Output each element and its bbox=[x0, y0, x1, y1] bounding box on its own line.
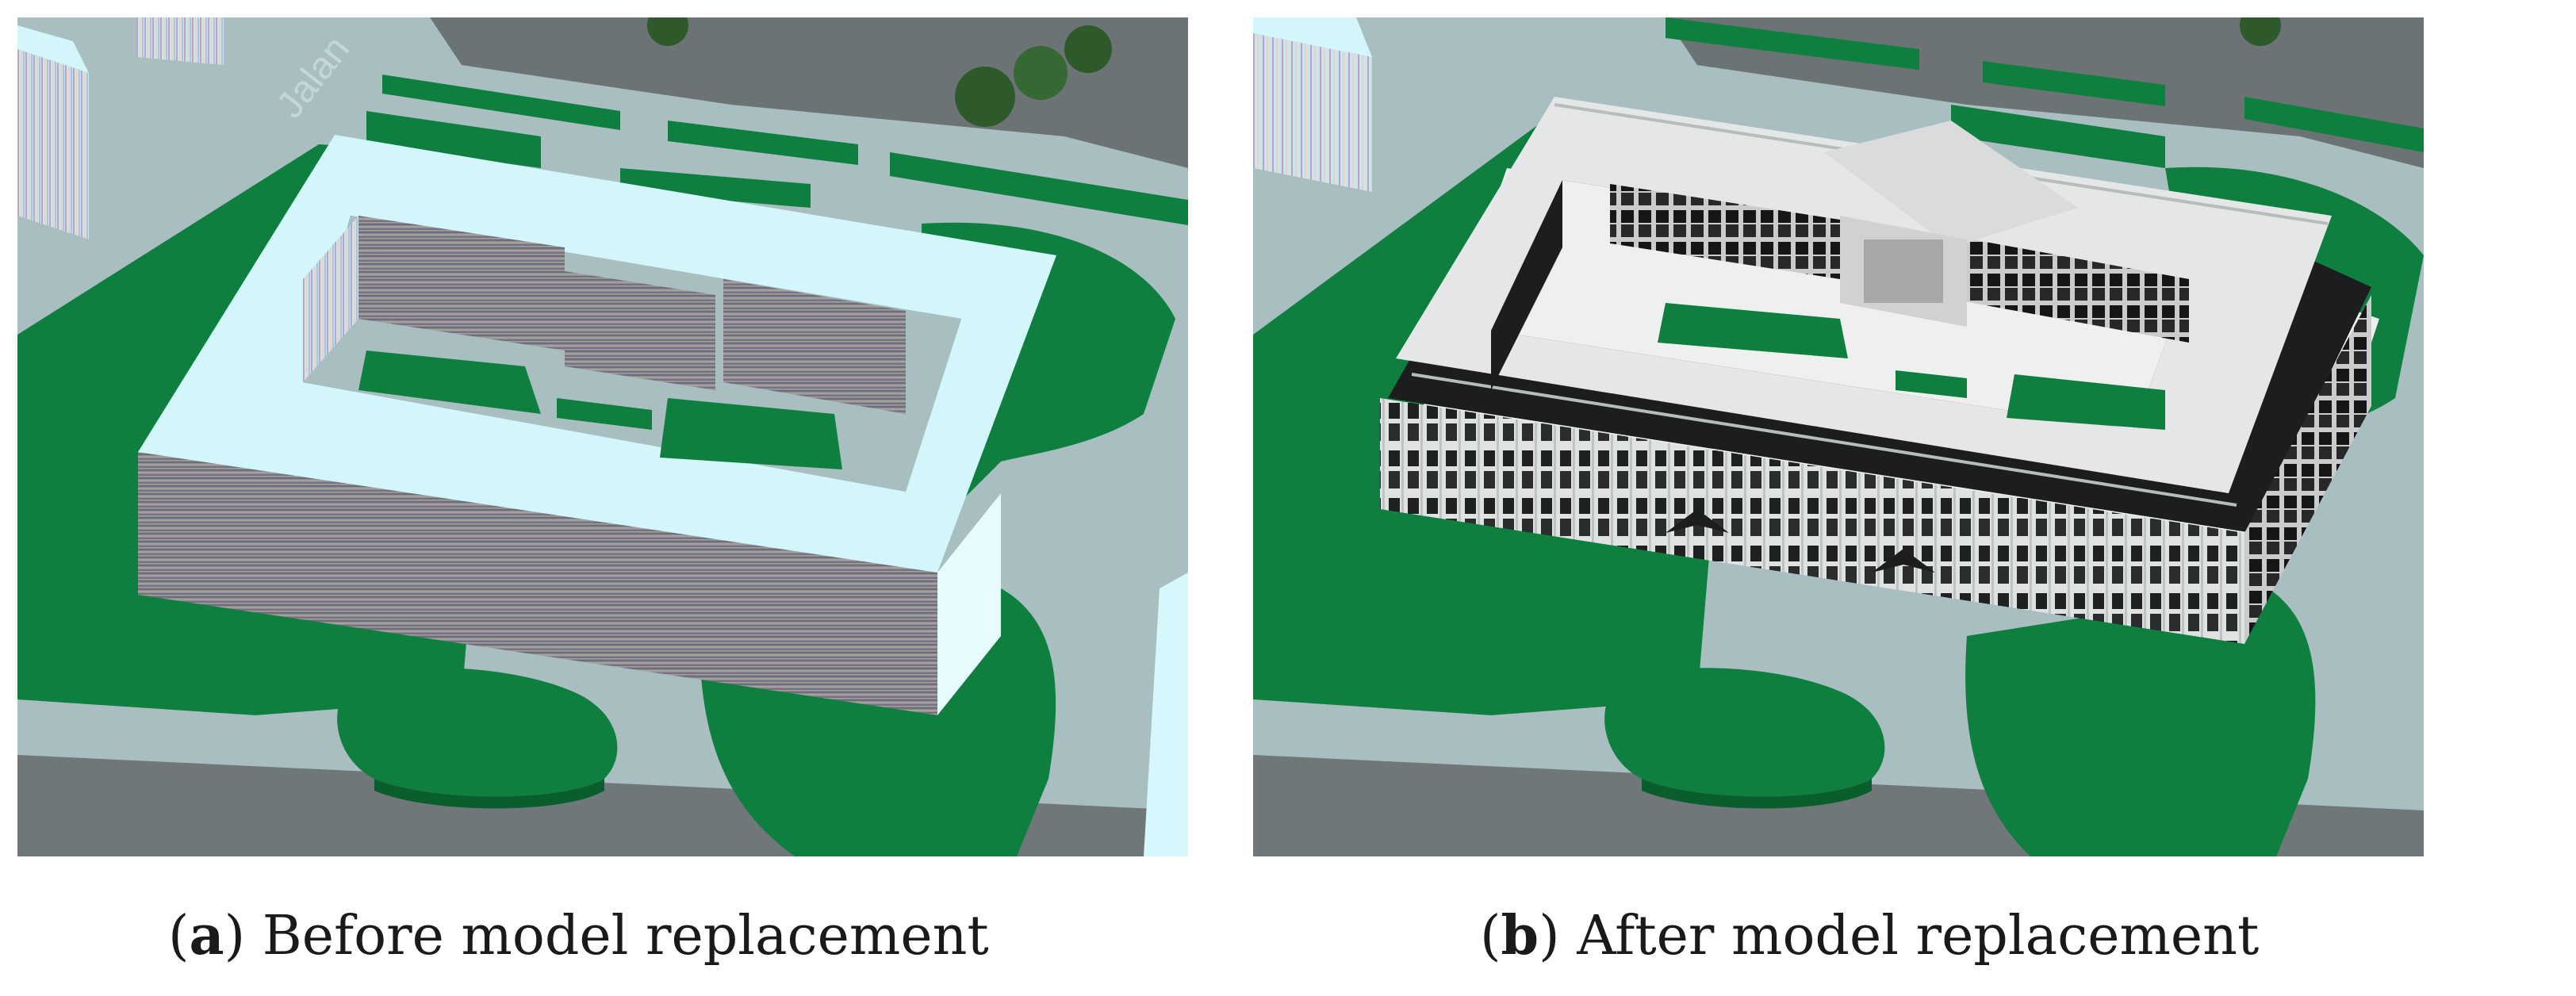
caption-letter: b bbox=[1501, 904, 1539, 967]
courtyard-grass-1 bbox=[1658, 303, 1848, 358]
hedge-5 bbox=[620, 168, 811, 208]
entrance-canopy bbox=[1872, 549, 1935, 573]
building-front-facade bbox=[138, 452, 937, 715]
after-scene bbox=[1253, 17, 2424, 856]
courtyard-wall-left bbox=[1491, 180, 1562, 390]
courtyard-grass-2 bbox=[660, 398, 842, 469]
hedge-1 bbox=[1666, 17, 1919, 70]
background-building-top bbox=[136, 17, 224, 65]
grass-bottom-left-edge bbox=[374, 779, 604, 809]
entrance-canopy bbox=[1666, 509, 1729, 533]
hedge-3 bbox=[2244, 97, 2424, 152]
tree bbox=[647, 17, 688, 46]
building-right-facade bbox=[2244, 295, 2371, 644]
tree bbox=[1014, 46, 1068, 100]
roof-ridge bbox=[1411, 373, 2237, 507]
building-front-facade bbox=[1380, 398, 2244, 644]
central-pavilion-window bbox=[1864, 239, 1943, 303]
panel-after-image bbox=[1253, 17, 2424, 856]
tree bbox=[2240, 17, 2281, 46]
background-building-left-roof bbox=[1253, 17, 1372, 57]
courtyard-grass-3 bbox=[557, 398, 652, 430]
background-building-left bbox=[17, 49, 89, 239]
pavement-edge bbox=[1144, 573, 1188, 856]
background-building-left bbox=[1253, 33, 1372, 192]
hedge-4 bbox=[366, 111, 541, 168]
courtyard-wall-back-right bbox=[723, 279, 906, 414]
panel-before-image: Jalan bbox=[17, 17, 1188, 856]
courtyard-wall-back-mid bbox=[565, 271, 715, 390]
before-scene: Jalan bbox=[17, 17, 1188, 856]
caption-text: Before model replacement bbox=[262, 905, 989, 967]
building-roof bbox=[1396, 97, 2332, 493]
courtyard-wall-back bbox=[1610, 184, 1840, 279]
courtyard-grass-2 bbox=[2007, 374, 2165, 430]
background-building-left-roof bbox=[17, 25, 89, 73]
grass-bottom-right bbox=[1965, 588, 2316, 856]
central-pavilion-roof bbox=[1824, 121, 2078, 247]
courtyard-wall-left bbox=[303, 216, 358, 382]
grass-bottom-left bbox=[1604, 668, 1885, 797]
courtyard-wall-back bbox=[358, 216, 565, 351]
hedge-1 bbox=[382, 75, 620, 130]
building-roof bbox=[138, 135, 1056, 573]
courtyard-grass-1 bbox=[358, 351, 541, 414]
grass-bottom-left bbox=[337, 668, 618, 797]
asphalt-area bbox=[430, 17, 1188, 168]
courtyard-grass-3 bbox=[1896, 370, 1967, 398]
tree bbox=[955, 67, 1015, 127]
tree bbox=[1064, 25, 1112, 73]
caption-letter: a bbox=[189, 904, 224, 967]
courtyard-wall-back-right bbox=[1951, 236, 2189, 343]
grass-bottom-left-edge bbox=[1642, 779, 1872, 809]
hedge-3 bbox=[890, 152, 1188, 225]
caption-after: (b) After model replacement bbox=[1480, 904, 2260, 967]
hedge-2 bbox=[1983, 61, 2165, 106]
hedge-2 bbox=[668, 121, 858, 165]
caption-before: (a) Before model replacement bbox=[168, 904, 989, 967]
building-right-facade bbox=[937, 493, 1001, 715]
hedge-4 bbox=[1951, 105, 2165, 168]
caption-text: After model replacement bbox=[1577, 905, 2260, 967]
